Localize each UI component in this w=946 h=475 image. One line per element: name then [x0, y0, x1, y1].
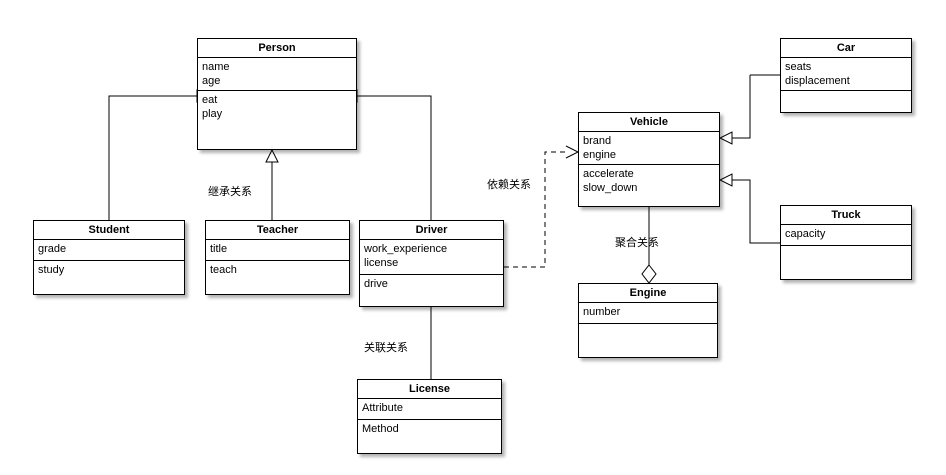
class-methods [781, 246, 911, 280]
class-title: Car [781, 39, 911, 58]
class-title: Driver [360, 221, 503, 240]
attribute-row: number [583, 306, 621, 318]
attribute-row: brand [583, 135, 612, 147]
method-row: study [38, 264, 65, 276]
class-methods: eat play [198, 91, 356, 150]
attribute-row: license [364, 257, 399, 269]
class-title: Vehicle [579, 113, 719, 132]
method-row: eat [202, 94, 218, 106]
class-methods [579, 324, 717, 358]
class-methods: Method [358, 420, 501, 454]
class-attributes: seats displacement [781, 58, 911, 91]
edge-truck-vehicle [718, 173, 780, 244]
attribute-row: capacity [785, 228, 826, 240]
class-attributes: brand engine [579, 132, 719, 165]
attribute-row: work_experience [364, 243, 448, 255]
class-methods: study [34, 261, 184, 295]
method-row: accelerate [583, 168, 634, 180]
attribute-row: seats [785, 61, 812, 73]
edge-driver-vehicle [504, 145, 580, 268]
class-title: Truck [781, 206, 911, 225]
class-box-person[interactable]: Person name age eat play [197, 38, 357, 150]
attribute-row: engine [583, 149, 617, 161]
edge-label-aggregation: 聚合关系 [615, 237, 659, 249]
class-box-teacher[interactable]: Teacher title teach [205, 220, 350, 295]
class-title: Teacher [206, 221, 349, 240]
class-attributes: capacity [781, 225, 911, 246]
attribute-row: title [210, 243, 228, 255]
edge-label-inheritance: 继承关系 [208, 186, 252, 198]
class-title: License [358, 380, 501, 399]
attribute-row: Attribute [362, 402, 403, 414]
class-title: Person [198, 39, 356, 58]
edge-label-dependency: 依赖关系 [487, 179, 531, 191]
class-box-license[interactable]: License Attribute Method [357, 379, 502, 454]
class-title: Engine [579, 284, 717, 303]
edge-teacher-person [265, 148, 279, 220]
class-attributes: Attribute [358, 399, 501, 420]
attribute-row: age [202, 75, 221, 87]
class-attributes: number [579, 303, 717, 324]
class-attributes: title [206, 240, 349, 261]
class-box-vehicle[interactable]: Vehicle brand engine accelerate slow_dow… [578, 112, 720, 207]
edge-student-person [108, 89, 211, 220]
class-box-driver[interactable]: Driver work_experience license drive [359, 220, 504, 307]
class-box-engine[interactable]: Engine number [578, 283, 718, 358]
class-box-student[interactable]: Student grade study [33, 220, 185, 295]
edge-car-vehicle [718, 74, 780, 145]
method-row: drive [364, 278, 388, 290]
attribute-row: grade [38, 243, 67, 255]
class-title: Student [34, 221, 184, 240]
attribute-row: name [202, 61, 230, 73]
class-attributes: name age [198, 58, 356, 91]
method-row: Method [362, 423, 399, 435]
class-methods: teach [206, 261, 349, 295]
class-methods: accelerate slow_down [579, 165, 719, 207]
class-box-car[interactable]: Car seats displacement [780, 38, 912, 113]
edge-label-association: 关联关系 [364, 342, 408, 354]
class-methods: drive [360, 275, 503, 307]
class-attributes: grade [34, 240, 184, 261]
attribute-row: displacement [785, 75, 850, 87]
class-attributes: work_experience license [360, 240, 503, 275]
method-row: play [202, 108, 223, 120]
class-box-truck[interactable]: Truck capacity [780, 205, 912, 280]
class-methods [781, 91, 911, 113]
method-row: teach [210, 264, 237, 276]
edge-driver-person [343, 89, 432, 220]
method-row: slow_down [583, 182, 638, 194]
